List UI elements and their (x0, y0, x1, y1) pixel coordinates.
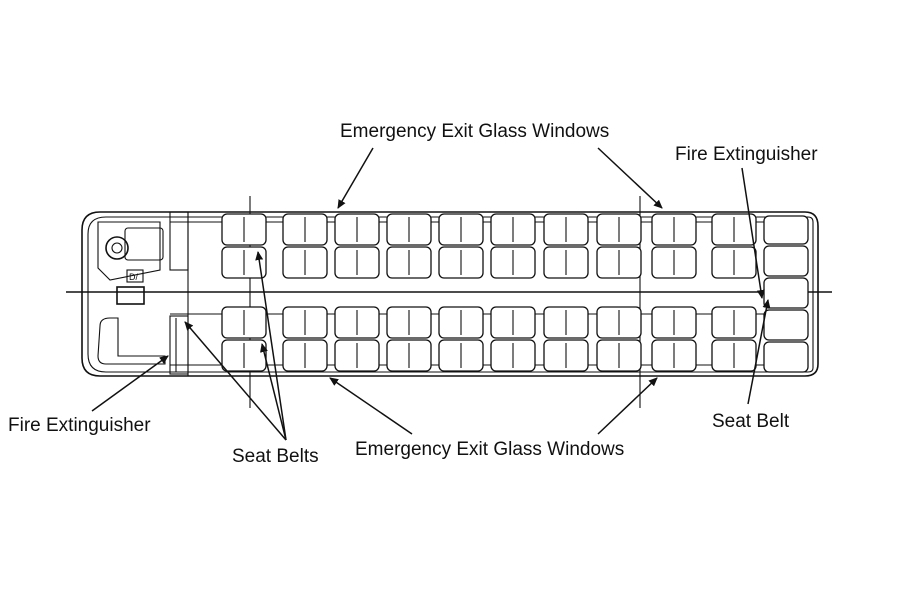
label-fire-extinguisher-bottom: Fire Extinguisher (8, 415, 151, 436)
label-emergency-exit-top: Emergency Exit Glass Windows (340, 121, 609, 142)
callout-arrows (91, 147, 771, 441)
arrow-exit-bottom-right (597, 377, 658, 435)
arrow-exit-top-left (337, 147, 374, 209)
dashboard-panel (116, 286, 145, 305)
label-seat-belt: Seat Belt (712, 411, 790, 432)
arrow-seat-belts-1 (184, 321, 287, 441)
steering-wheel-icon (105, 236, 129, 260)
rear-seats (763, 215, 809, 373)
label-emergency-exit-bottom: Emergency Exit Glass Windows (355, 439, 624, 460)
arrow-seat-belts-3 (260, 343, 287, 441)
arrow-seat-belts-2 (255, 251, 287, 441)
label-seat-belts: Seat Belts (232, 446, 319, 467)
fire-extinguisher-icon (169, 211, 189, 271)
label-fire-extinguisher-top: Fire Extinguisher (675, 144, 818, 165)
driver-box (126, 269, 144, 283)
arrow-exit-top-right (597, 147, 663, 209)
arrow-exit-bottom-left (329, 377, 413, 435)
arrow-fire-ext-top (741, 167, 765, 299)
driver-area: D/ (97, 211, 189, 375)
driver-box-label: D/ (129, 272, 138, 282)
seat-grid (221, 213, 757, 372)
arrow-fire-ext-bottom (91, 355, 169, 412)
arrow-seat-belt (747, 299, 771, 405)
